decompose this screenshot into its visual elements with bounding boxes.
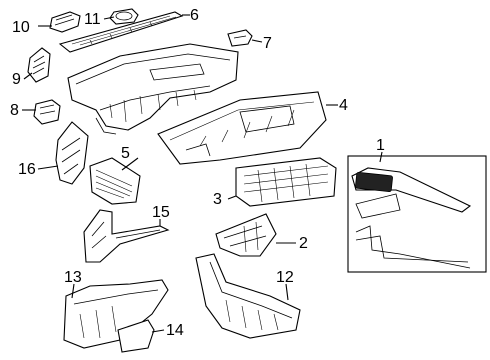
- callout-13: 13: [64, 269, 82, 286]
- part-2-bracket: [215, 213, 277, 257]
- part-11-speaker: [109, 8, 139, 25]
- part-12-console-frame: [195, 253, 301, 339]
- part-14-cover: [117, 319, 155, 353]
- leader-lines: [22, 14, 383, 333]
- part-7-clip: [227, 29, 253, 47]
- part-5-center-vent: [89, 157, 141, 205]
- callout-labels: 1 2 3 4 5 6 7 8 9 10 11 12 13 14 15 16: [10, 7, 385, 339]
- callout-6: 6: [190, 7, 199, 24]
- part-16-trim-cover: [55, 121, 89, 185]
- part-3-hvac-module: [235, 157, 337, 207]
- callout-11: 11: [84, 11, 101, 28]
- callout-2: 2: [299, 235, 308, 252]
- part-10-bracket: [49, 11, 81, 33]
- callout-16: 16: [18, 161, 36, 178]
- part-4-cross-car-beam: [157, 91, 327, 165]
- part-9-side-vent: [27, 47, 51, 83]
- callout-14: 14: [166, 322, 184, 339]
- part-1-display: [351, 167, 472, 269]
- part-6-defroster-duct: [58, 11, 184, 53]
- callout-1: 1: [376, 137, 385, 154]
- part-15-center-bracket: [83, 209, 170, 263]
- callout-15: 15: [152, 204, 170, 221]
- part-1-outline-box: [347, 155, 487, 273]
- callout-10: 10: [12, 19, 30, 36]
- callout-12: 12: [276, 269, 294, 286]
- part-8-bracket: [33, 99, 61, 125]
- callout-5: 5: [121, 145, 130, 162]
- part-13-lower-trim: [63, 279, 169, 349]
- callout-7: 7: [263, 35, 272, 52]
- callout-9: 9: [12, 71, 21, 88]
- instrument-panel-main: [67, 43, 239, 135]
- callout-4: 4: [339, 97, 348, 114]
- callout-3: 3: [213, 191, 222, 208]
- callout-8: 8: [10, 102, 19, 119]
